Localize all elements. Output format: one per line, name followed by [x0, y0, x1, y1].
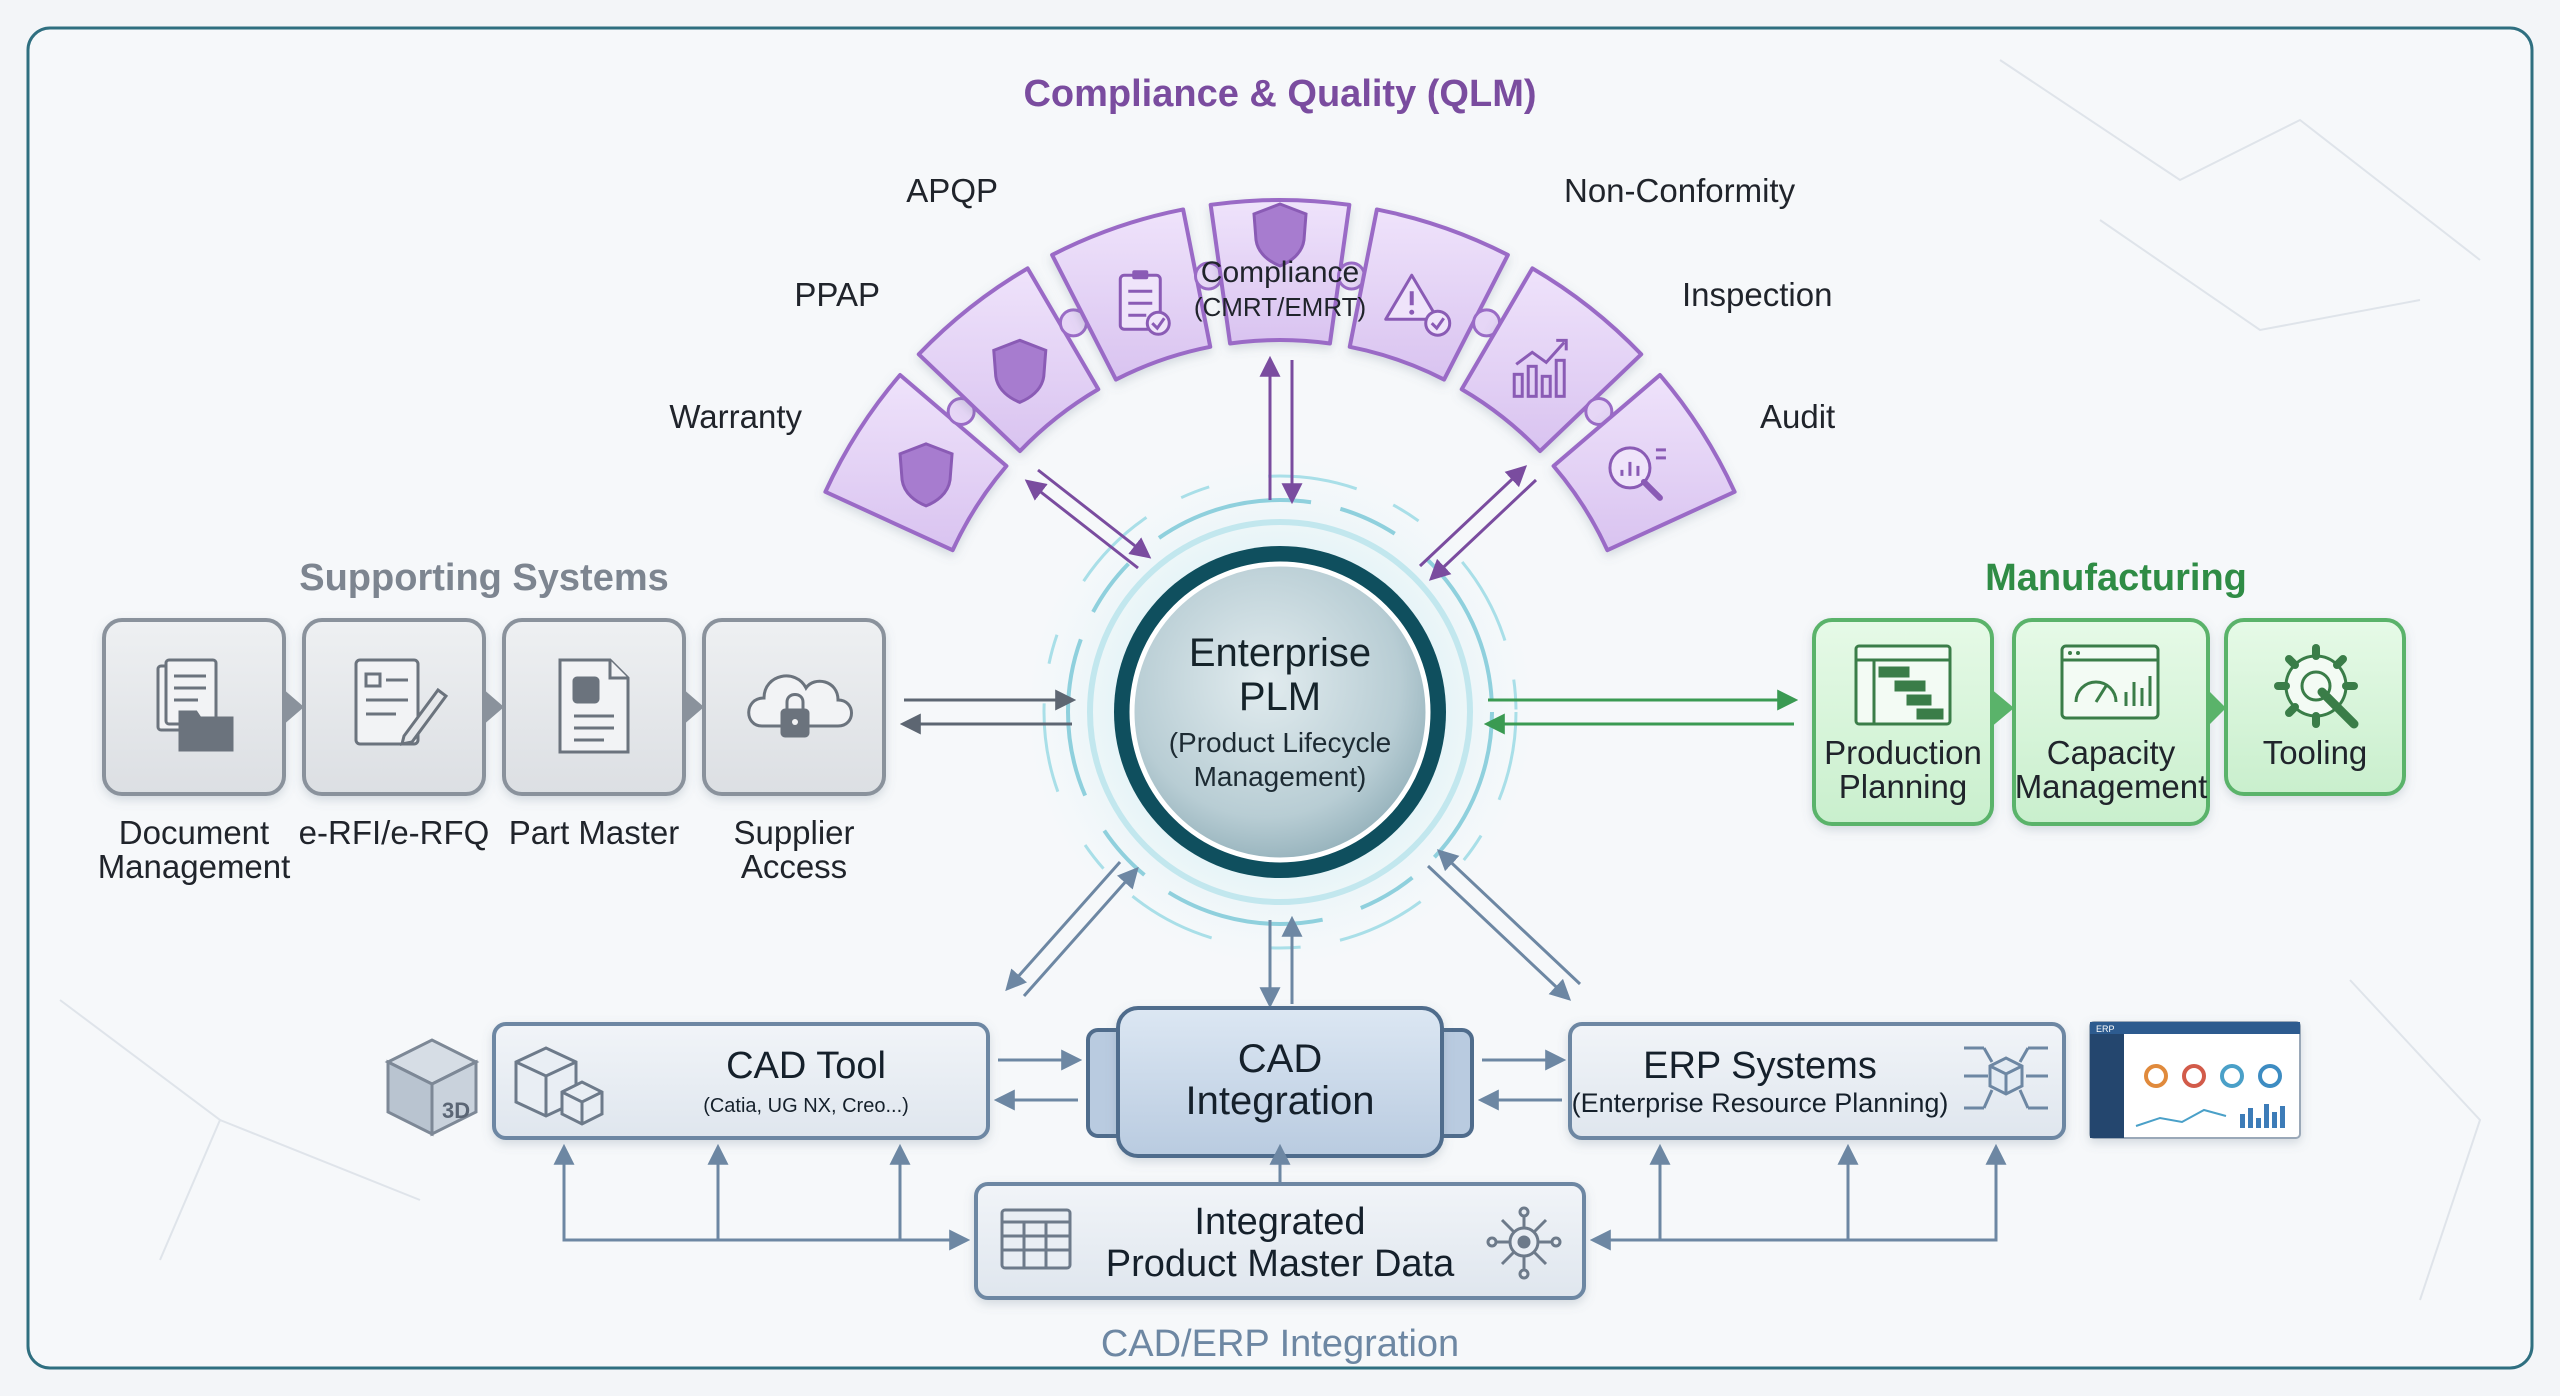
qlm-title: Compliance & Quality (QLM) — [1023, 73, 1536, 115]
support-chain — [102, 618, 886, 796]
core-subtitle-line2: Management) — [1194, 761, 1367, 792]
cad-blocks-icon — [514, 1046, 604, 1126]
qlm-label-compliance-line1: Compliance — [1201, 256, 1359, 289]
core-ring-inner — [1087, 519, 1473, 905]
support-label-document-line1: Document — [119, 814, 269, 851]
mfg-label-production-line1: Production — [1824, 734, 1982, 771]
magnify-chart-icon — [1608, 446, 1666, 501]
qlm-core-arrows — [1024, 355, 1538, 581]
dashboard-gauge-icon — [2060, 644, 2160, 720]
shield-icon — [898, 442, 954, 508]
cad-integration-line2: Integration — [1185, 1079, 1374, 1123]
support-connector-1 — [282, 688, 304, 726]
master-data-connectors — [553, 1143, 2007, 1251]
cad-tool-subtitle: (Catia, UG NX, Creo...) — [703, 1095, 909, 1117]
network-cube-icon — [1964, 1046, 2048, 1110]
qlm-label-compliance-line2: (CMRT/EMRT) — [1194, 292, 1366, 322]
erp-title: ERP Systems — [1643, 1045, 1877, 1087]
qlm-label-inspection: Inspection — [1682, 276, 1832, 313]
cad-tool-title: CAD Tool — [726, 1045, 886, 1087]
support-label-erfi: e-RFI/e-RFQ — [299, 814, 490, 851]
support-label-part-master: Part Master — [509, 814, 680, 851]
support-label-document-line2: Management — [98, 848, 291, 885]
shield-icon — [1252, 202, 1308, 268]
erp-screen-label: ERP — [2096, 1024, 2115, 1034]
arrow-core-to-ppap — [1024, 479, 1139, 570]
core-title-line2: PLM — [1239, 675, 1321, 719]
data-table-icon — [1000, 1208, 1072, 1270]
checklist-icon — [1118, 270, 1171, 336]
core-ring-mid — [1066, 498, 1494, 926]
mfg-label-capacity-line1: Capacity — [2047, 734, 2176, 771]
core-subtitle-line1: (Product Lifecycle — [1169, 727, 1392, 758]
gantt-icon — [1854, 644, 1952, 726]
core-title-line1: Enterprise — [1189, 631, 1371, 675]
enterprise-plm-core: Enterprise PLM (Product Lifecycle Manage… — [1020, 452, 1540, 972]
arrow-cad-tool-to-core — [1022, 866, 1139, 997]
cad-erp-horizontal-arrows — [993, 1049, 1567, 1111]
arrow-ppap-to-core — [1037, 468, 1152, 559]
arrow-erp-to-core — [1436, 849, 1582, 986]
arrow-core-to-cad-tool — [1005, 861, 1122, 992]
mfg-connector-1 — [1990, 688, 2014, 728]
mfg-label-tooling: Tooling — [2263, 734, 2368, 771]
qlm-label-warranty: Warranty — [669, 398, 802, 435]
qlm-label-ppap: PPAP — [794, 276, 880, 313]
cube-label: 3D — [442, 1098, 470, 1123]
hub-network-icon — [1486, 1206, 1562, 1280]
warning-check-icon — [1384, 273, 1452, 337]
support-label-supplier-line1: Supplier — [733, 814, 854, 851]
support-core-arrows — [899, 689, 1077, 735]
support-connector-2 — [482, 688, 504, 726]
integration-title: CAD/ERP Integration — [1101, 1323, 1459, 1365]
support-title: Supporting Systems — [299, 557, 669, 599]
manufacturing-chain — [1812, 618, 2406, 826]
master-data-line1: Integrated — [1194, 1201, 1365, 1243]
mfg-label-production-line2: Planning — [1839, 768, 1967, 805]
erp-systems-box: ERP Systems (Enterprise Resource Plannin… — [1568, 1022, 2066, 1140]
cloud-lock-icon — [747, 674, 853, 738]
3d-cube-icon: 3D — [384, 1038, 480, 1137]
document-folder-icon — [156, 658, 234, 752]
support-connector-3 — [682, 688, 704, 726]
qlm-arc: Compliance(CMRT/EMRT) — [823, 197, 1737, 553]
qlm-knob-0 — [946, 396, 976, 426]
background-lines — [59, 59, 2482, 1301]
chart-up-icon — [1512, 338, 1568, 398]
erp-dashboard-thumbnail: ERP — [2089, 1021, 2301, 1139]
erp-subtitle: (Enterprise Resource Planning) — [1572, 1088, 1949, 1118]
cad-integration-line1: CAD — [1238, 1037, 1322, 1081]
cad-integration-box: CAD Integration — [1086, 1006, 1474, 1158]
arrow-core-to-erp — [1426, 864, 1572, 1001]
cad-tool-box: CAD Tool (Catia, UG NX, Creo...) — [492, 1022, 990, 1140]
arrow-inspection-to-core — [1428, 478, 1538, 581]
qlm-label-non-conformity: Non-Conformity — [1564, 172, 1796, 209]
part-document-icon — [558, 658, 630, 754]
mfg-connector-2 — [2206, 688, 2226, 728]
manufacturing-core-arrows — [1483, 689, 1799, 735]
form-pen-icon — [354, 658, 449, 746]
qlm-knob-5 — [1584, 396, 1614, 426]
qlm-label-audit: Audit — [1760, 398, 1835, 435]
core-disc — [1129, 561, 1431, 863]
master-data-line2: Product Master Data — [1106, 1243, 1455, 1285]
integration-core-arrows — [1005, 849, 1582, 1009]
product-master-data-box: Integrated Product Master Data — [974, 1182, 1586, 1300]
mfg-label-capacity-line2: Management — [2015, 768, 2208, 805]
support-label-supplier-line2: Access — [741, 848, 847, 885]
arrow-core-to-inspection — [1418, 465, 1528, 568]
qlm-label-apqp: APQP — [906, 172, 998, 209]
gear-wrench-icon — [2274, 644, 2359, 729]
shield-icon — [992, 338, 1048, 404]
core-ring-outer — [1042, 474, 1518, 950]
manufacturing-title: Manufacturing — [1985, 557, 2247, 599]
